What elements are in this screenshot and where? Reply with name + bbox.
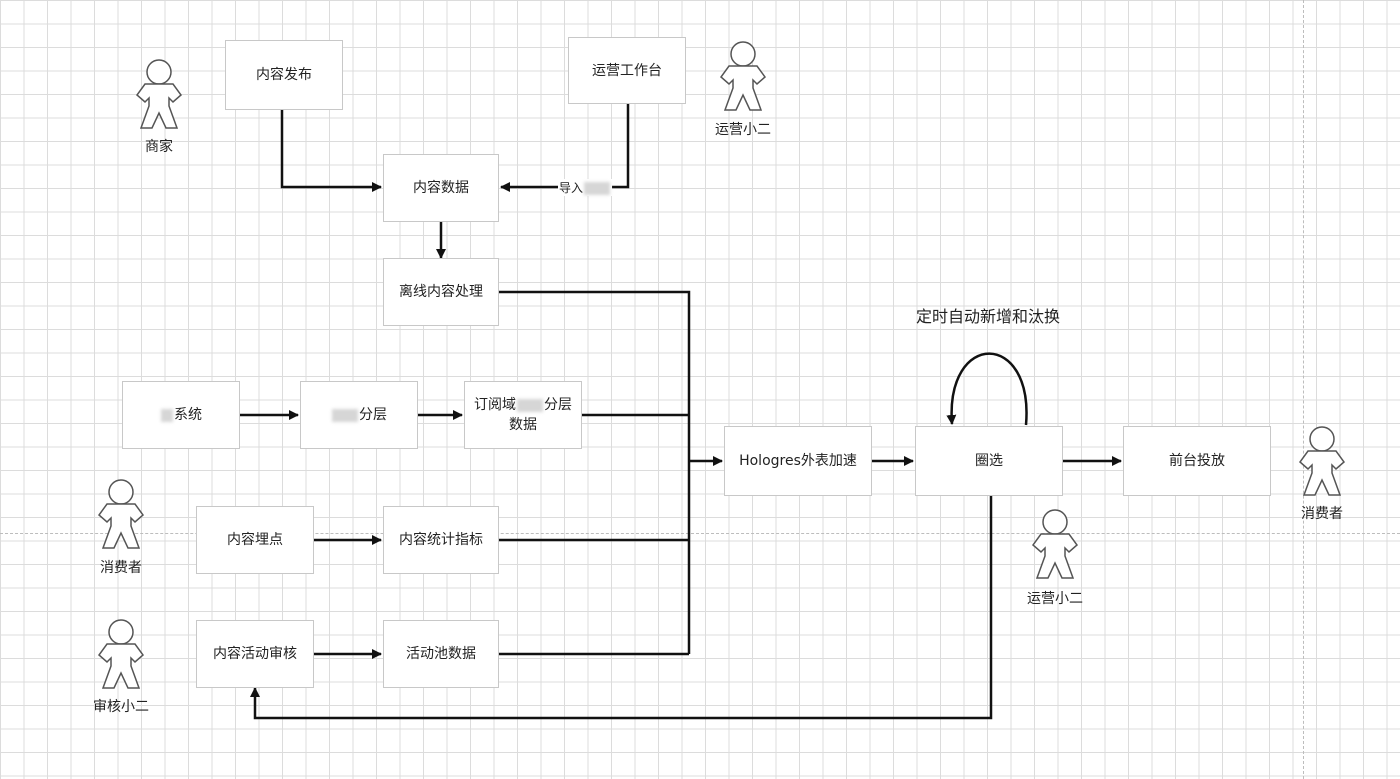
node-content-publish: 内容发布 bbox=[225, 40, 343, 110]
actor-label-ops-top: 运营小二 bbox=[715, 122, 771, 138]
loop-annotation: 定时自动新增和汰换 bbox=[916, 307, 1061, 326]
actor-label-ops-bottom: 运营小二 bbox=[1027, 591, 1083, 607]
actor-figure-ops-bottom bbox=[1031, 509, 1079, 579]
node-offline-processing: 离线内容处理 bbox=[383, 258, 499, 326]
actor-label-reviewer: 审核小二 bbox=[93, 699, 149, 715]
edge-selection-to-review bbox=[250, 495, 993, 720]
actor-figure-ops-top bbox=[719, 41, 767, 111]
dashed-guide-vertical bbox=[1303, 0, 1304, 779]
edge-workbench-to-content-data bbox=[500, 104, 630, 192]
node-system: 系统 bbox=[122, 381, 240, 449]
redacted-text: 分层 bbox=[331, 405, 387, 425]
node-ops-workbench: 运营工作台 bbox=[568, 37, 686, 104]
dashed-guide-horizontal bbox=[0, 533, 1400, 534]
node-frontend-delivery: 前台投放 bbox=[1123, 426, 1271, 496]
actor-figure-merchant bbox=[135, 59, 183, 129]
actor-figure-consumer-left bbox=[97, 479, 145, 549]
edge-offline-to-bus bbox=[499, 290, 691, 654]
node-hologres: Hologres外表加速 bbox=[724, 426, 872, 496]
node-activity-pool: 活动池数据 bbox=[383, 620, 499, 688]
node-subscription-layer-data: 订阅域分层 数据 bbox=[464, 381, 582, 449]
redacted-text: 系统 bbox=[160, 405, 202, 425]
actor-label-consumer-left: 消费者 bbox=[100, 560, 142, 576]
edge-selection-loop bbox=[946, 352, 1028, 426]
node-content-activity-review: 内容活动审核 bbox=[196, 620, 314, 688]
node-content-data: 内容数据 bbox=[383, 154, 499, 222]
node-selection: 圈选 bbox=[915, 426, 1063, 496]
actor-label-merchant: 商家 bbox=[145, 139, 173, 155]
actor-label-consumer-right: 消费者 bbox=[1301, 506, 1343, 522]
actor-figure-consumer-right bbox=[1298, 426, 1346, 496]
node-content-stats: 内容统计指标 bbox=[383, 506, 499, 574]
actor-figure-reviewer bbox=[97, 619, 145, 689]
node-content-tracking: 内容埋点 bbox=[196, 506, 314, 574]
edge-label-import: 导入 bbox=[558, 179, 613, 196]
edge-publish-to-content-data bbox=[280, 110, 382, 192]
node-layer: 分层 bbox=[300, 381, 418, 449]
